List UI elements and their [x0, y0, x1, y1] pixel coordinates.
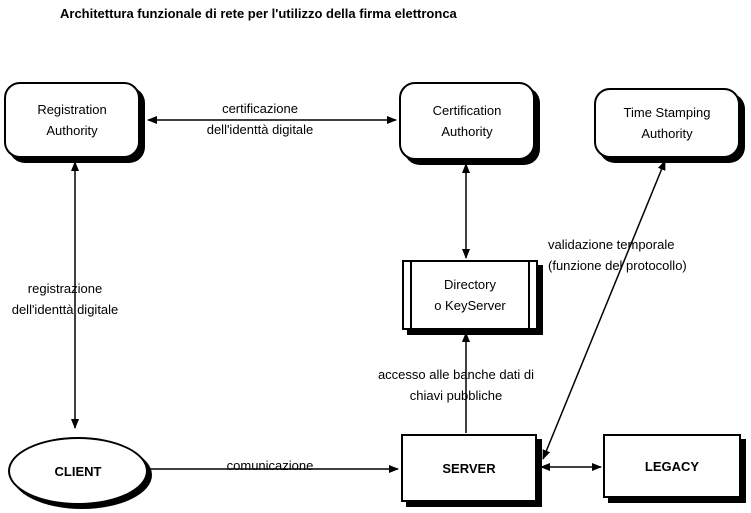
directory-node: Directory o KeyServer	[402, 260, 538, 330]
registration-authority-line-2: Authority	[46, 123, 98, 138]
edge-tsa-server	[542, 160, 666, 460]
time-stamping-authority-line-2: Authority	[641, 126, 693, 141]
client-label: CLIENT	[54, 463, 102, 479]
registrazione-line-2: dell'identtà digitale	[11, 302, 119, 317]
certificazione-line-2: dell'identtà digitale	[206, 122, 314, 137]
certification-authority-line-2: Authority	[441, 124, 493, 139]
diagram-title: Architettura funzionale di rete per l'ut…	[60, 6, 457, 21]
registrazione-label: registrazione dell'identtà digitale	[2, 278, 128, 320]
directory-line-1: Directory	[443, 277, 496, 292]
registration-authority-line-1: Registration	[37, 102, 107, 117]
client-node: CLIENT	[8, 437, 148, 505]
accesso-line-2: chiavi pubbliche	[409, 388, 503, 403]
validazione-line-2: (funzione del protocollo)	[548, 258, 687, 273]
server-node: SERVER	[401, 434, 537, 502]
accesso-label: accesso alle banche dati di chiavi pubbl…	[364, 364, 548, 406]
registration-authority-node: Registration Authority	[4, 82, 140, 158]
registrazione-line-1: registrazione	[27, 281, 103, 296]
certificazione-line-1: certificazione	[222, 101, 298, 116]
directory-left-bar	[410, 262, 412, 328]
legacy-label: LEGACY	[644, 458, 700, 474]
certificazione-label: certificazione dell'identtà digitale	[190, 98, 330, 140]
server-label: SERVER	[442, 460, 496, 476]
certification-authority-line-1: Certification	[432, 103, 502, 118]
certification-authority-node: Certification Authority	[399, 82, 535, 160]
directory-right-bar	[528, 262, 530, 328]
validazione-line-1: validazione temporale	[548, 237, 675, 252]
time-stamping-authority-node: Time Stamping Authority	[594, 88, 740, 158]
directory-line-2: o KeyServer	[434, 298, 506, 313]
legacy-node: LEGACY	[603, 434, 741, 498]
time-stamping-authority-line-1: Time Stamping	[623, 105, 711, 120]
validazione-label: validazione temporale (funzione del prot…	[548, 234, 687, 276]
accesso-line-1: accesso alle banche dati di	[377, 367, 535, 382]
comunicazione-label: comunicazione	[226, 458, 314, 473]
